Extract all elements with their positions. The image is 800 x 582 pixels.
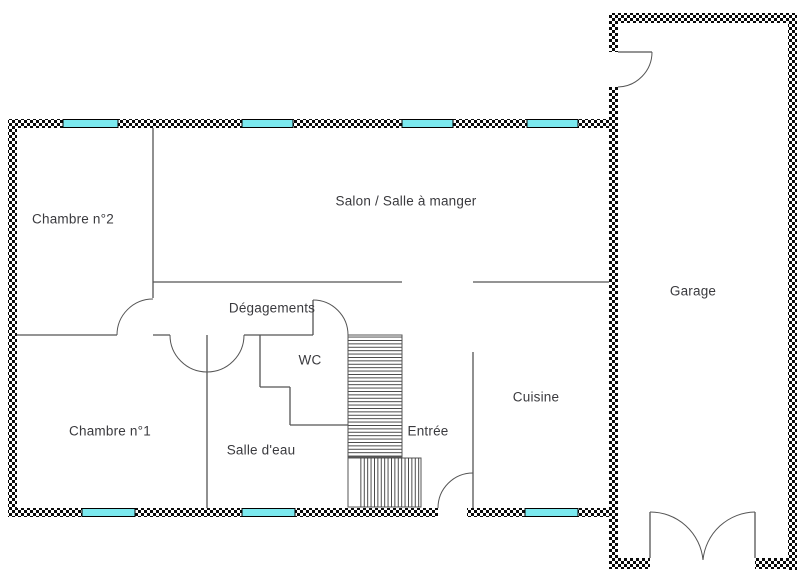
door-arc-double-swing: [169, 334, 245, 373]
door-arc-wc: [312, 299, 349, 336]
room-label-chambre-2: Chambre n°2: [32, 211, 114, 227]
room-label-chambre-1: Chambre n°1: [69, 423, 151, 439]
staircase-lower-flight: [360, 458, 421, 507]
room-label-salon: Salon / Salle à manger: [335, 193, 477, 209]
garage-wall-bottom-left: [609, 558, 650, 569]
garage-wall-right: [788, 13, 797, 570]
door-arcs: [116, 51, 756, 561]
window-top-3: [401, 119, 454, 128]
window-bottom-2: [241, 508, 296, 517]
door-arc-chambre2: [116, 298, 154, 336]
window-bottom-3: [524, 508, 579, 517]
garage-door-arc-right: [702, 511, 756, 561]
window-bottom-1: [81, 508, 136, 517]
garage-wall-left-upper: [609, 13, 618, 52]
room-label-garage: Garage: [669, 283, 717, 299]
exterior-walls-garage: [609, 13, 797, 570]
room-label-cuisine: Cuisine: [512, 389, 560, 405]
windows: [62, 119, 579, 517]
window-top-4: [526, 119, 579, 128]
staircase: [347, 334, 422, 508]
door-arc-entree: [437, 472, 474, 509]
room-label-salle-eau: Salle d'eau: [226, 442, 296, 458]
door-arc-garage-side: [617, 51, 653, 88]
window-top-2: [241, 119, 294, 128]
staircase-upper-flight: [347, 334, 403, 458]
interior-walls: [17, 51, 756, 558]
garage-wall-left-lower: [609, 87, 618, 569]
room-label-degagements: Dégagements: [228, 300, 316, 316]
wall-top: [8, 119, 617, 128]
garage-wall-top: [609, 13, 797, 23]
garage-wall-bottom-right: [755, 558, 797, 569]
garage-door-arc-left: [649, 511, 704, 561]
wall-bottom-left: [8, 508, 438, 517]
wall-left: [8, 119, 17, 517]
room-label-wc: WC: [298, 352, 322, 368]
room-label-entree: Entrée: [407, 423, 449, 439]
window-top-1: [62, 119, 119, 128]
